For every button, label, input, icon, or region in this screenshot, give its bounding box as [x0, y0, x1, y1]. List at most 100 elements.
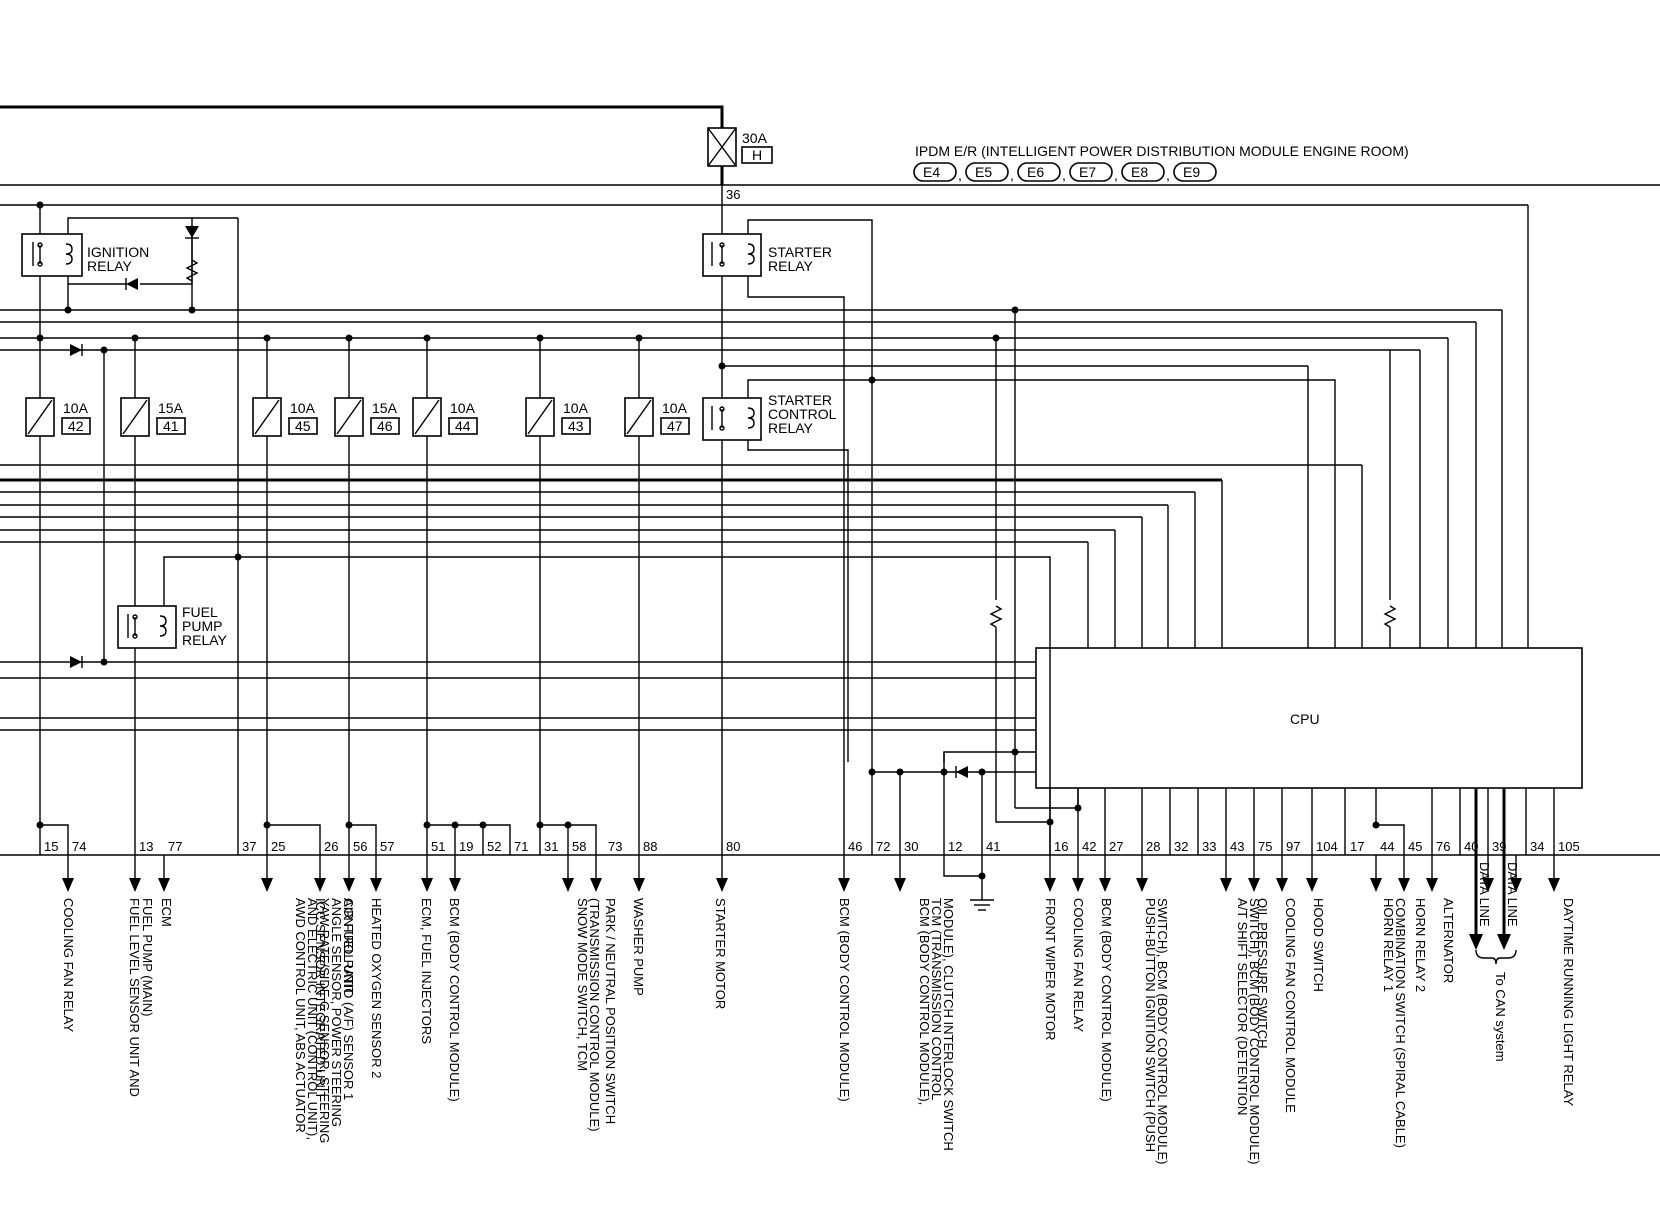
svg-text:STARTER: STARTER — [768, 244, 832, 260]
svg-text:RELAY: RELAY — [87, 258, 133, 274]
destination-cooling-fan-relay: COOLING FAN RELAY — [61, 898, 76, 1032]
destination-at-shift-selector: A/T SHIFT SELECTOR (DETENTIONSWITCH), BC… — [1235, 898, 1262, 1165]
pin-label: 26 — [324, 839, 338, 854]
svg-text:CONTROL: CONTROL — [768, 406, 837, 422]
destination-horn-relay-2: HORN RELAY 2 — [1413, 898, 1428, 992]
arrow-head-icon — [129, 878, 141, 892]
pin-label: 25 — [271, 839, 285, 854]
destination-daytime-running-light-relay: DAYTIME RUNNING LIGHT RELAY — [1561, 898, 1576, 1106]
svg-text:10A: 10A — [450, 400, 476, 416]
svg-text:41: 41 — [163, 418, 179, 434]
destination-ecm: ECM — [159, 898, 174, 927]
pin-label: 77 — [168, 839, 182, 854]
svg-text:,: , — [1166, 167, 1170, 183]
destination-push-button-ignition: PUSH-BUTTON IGNITION SWITCH (PUSHSWITCH)… — [1143, 898, 1170, 1165]
destination-alternator: ALTERNATOR — [1441, 898, 1456, 983]
destination-data-line: DATA LINE — [1505, 862, 1520, 927]
destination-ecm-fuel-injectors: ECM, FUEL INJECTORS — [419, 898, 434, 1044]
pin-label: 80 — [726, 839, 740, 854]
starter-relay: STARTER RELAY — [702, 233, 832, 277]
pin-label: 27 — [1109, 839, 1123, 854]
pin-label: 15 — [44, 839, 58, 854]
cpu-label: CPU — [1290, 711, 1320, 727]
arrow-head-icon — [1510, 878, 1522, 892]
ignition-relay: IGNITION RELAY — [21, 233, 149, 277]
pin-label: 19 — [459, 839, 473, 854]
pin-label: 37 — [242, 839, 256, 854]
arrow-head-icon — [1306, 878, 1318, 892]
pin-label: 57 — [380, 839, 394, 854]
arrow-head-icon — [261, 878, 273, 892]
pin-label: 56 — [353, 839, 367, 854]
connector-label: E7 — [1079, 164, 1096, 180]
svg-text:15A: 15A — [158, 400, 184, 416]
destination-cooling-fan-relay: COOLING FAN RELAY — [1071, 898, 1086, 1032]
svg-text:46: 46 — [377, 418, 393, 434]
arrow-head-icon — [1044, 878, 1056, 892]
pin-label: 74 — [72, 839, 86, 854]
arrow-head-icon — [449, 878, 461, 892]
pin-label: 52 — [487, 839, 501, 854]
pin-label: 104 — [1316, 839, 1338, 854]
pin-label: 12 — [948, 839, 962, 854]
arrow-head-icon — [1469, 934, 1483, 950]
starter-control-relay: STARTER CONTROL RELAY — [702, 392, 837, 441]
fuse-41: 15A 41 — [120, 397, 186, 437]
svg-text:PUMP: PUMP — [182, 618, 222, 634]
connector-label: E4 — [923, 164, 940, 180]
destination-bcm: BCM (BODY CONTROL MODULE) — [837, 898, 852, 1102]
svg-text:10A: 10A — [563, 400, 589, 416]
pin-label: 31 — [544, 839, 558, 854]
destination-oil-pressure-switch: OIL PRESSURE SWITCH — [1255, 898, 1270, 1048]
destination-heated-oxygen-sensor-2: HEATED OXYGEN SENSOR 2 — [369, 898, 384, 1078]
arrow-head-icon — [1072, 878, 1084, 892]
arrow-head-icon — [633, 878, 645, 892]
pin-label: 46 — [848, 839, 862, 854]
connector-label: E8 — [1131, 164, 1148, 180]
destination-hood-switch: HOOD SWITCH — [1311, 898, 1326, 992]
svg-text:15A: 15A — [372, 400, 398, 416]
pin-label: 32 — [1174, 839, 1188, 854]
pin-label: 13 — [139, 839, 153, 854]
arrow-head-icon — [894, 878, 906, 892]
pin-label: 43 — [1230, 839, 1244, 854]
arrow-head-icon — [1497, 934, 1511, 950]
fuse-46: 15A 46 — [334, 397, 400, 437]
destination-bcm: BCM (BODY CONTROL MODULE) — [1099, 898, 1114, 1102]
arrow-head-icon — [343, 878, 355, 892]
connector-list: E4 , E5 , E6 , E7 , E8 , E9 — [913, 162, 1217, 183]
pin-row: 15 74 13 77 37 25 26 56 57 51 19 52 71 3… — [44, 839, 1580, 854]
svg-text:47: 47 — [667, 418, 683, 434]
pin-label: 30 — [904, 839, 918, 854]
pin-label: 71 — [514, 839, 528, 854]
arrow-head-icon — [1248, 878, 1260, 892]
pin-label: 44 — [1380, 839, 1394, 854]
svg-text:,: , — [958, 167, 962, 183]
svg-text:10A: 10A — [63, 400, 89, 416]
svg-text:IGNITION: IGNITION — [87, 244, 149, 260]
fuse-43: 10A 43 — [525, 397, 591, 437]
svg-text:30A: 30A — [742, 130, 768, 146]
arrow-head-icon — [314, 878, 326, 892]
cpu-block — [1035, 647, 1583, 789]
fuse-45: 10A 45 — [252, 397, 318, 437]
pin-label: 16 — [1054, 839, 1068, 854]
pin-label: 76 — [1436, 839, 1450, 854]
svg-text:RELAY: RELAY — [768, 420, 814, 436]
destination-snow-mode-switch-tcm: SNOW MODE SWITCH, TCM(TRANSMISSION CONTR… — [575, 898, 602, 1132]
arrow-head-icon — [590, 878, 602, 892]
pin-label: 51 — [431, 839, 445, 854]
fuse-42: 10A 42 — [25, 397, 91, 437]
pin-label: 42 — [1082, 839, 1096, 854]
pin-label: 34 — [1530, 839, 1544, 854]
svg-text:43: 43 — [568, 418, 584, 434]
svg-text:,: , — [1010, 167, 1014, 183]
arrow-head-icon — [1482, 878, 1494, 892]
destination-can-system: To CAN system — [1493, 972, 1508, 1062]
module-title: IPDM E/R (INTELLIGENT POWER DISTRIBUTION… — [915, 143, 1409, 159]
pin-label: 58 — [572, 839, 586, 854]
pin-label: 97 — [1286, 839, 1300, 854]
destination-cooling-fan-control-module: COOLING FAN CONTROL MODULE — [1283, 898, 1298, 1113]
svg-text:FUEL: FUEL — [182, 604, 218, 620]
arrow-head-icon — [562, 878, 574, 892]
